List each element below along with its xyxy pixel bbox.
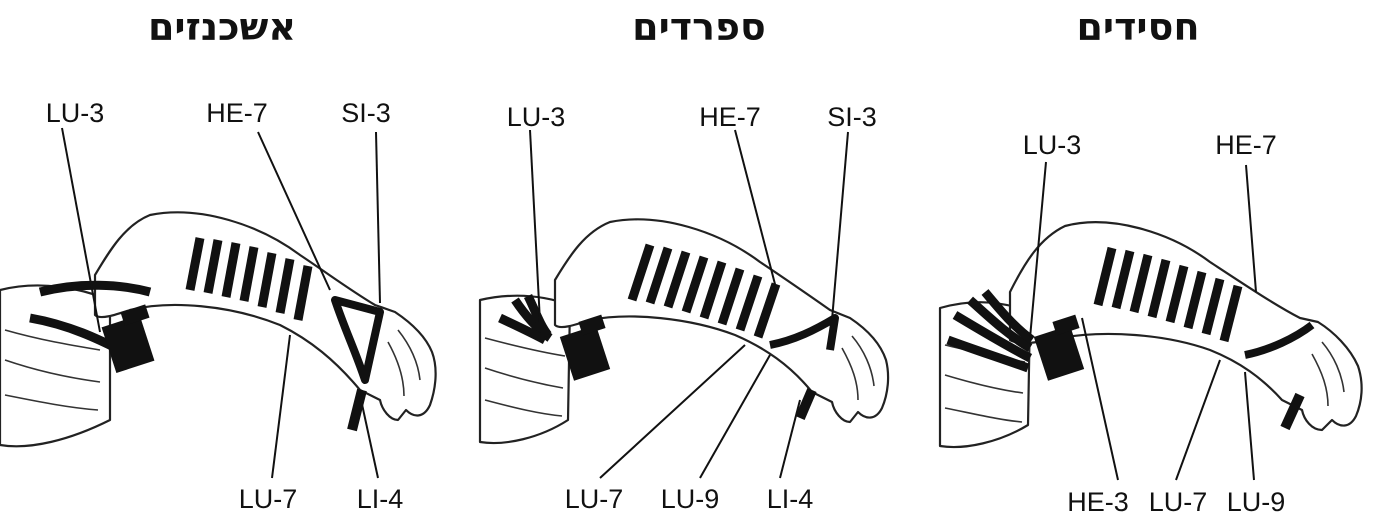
label-lu7: LU-7 [1149, 487, 1208, 517]
panel-title: ספרדים [632, 5, 766, 49]
leader-lu9 [1245, 372, 1254, 480]
panel-sephardim: ספרדים LU- [480, 5, 888, 514]
label-lu3: LU-3 [1023, 130, 1082, 160]
label-he3: HE-3 [1067, 487, 1129, 517]
label-lu3: LU-3 [507, 102, 566, 132]
label-li4: LI-4 [357, 484, 404, 514]
leader-he7 [1246, 165, 1256, 292]
label-lu9: LU-9 [661, 484, 720, 514]
panel-title: חסידים [1076, 5, 1199, 49]
leader-li4 [360, 395, 378, 478]
label-li4: LI-4 [767, 484, 814, 514]
label-lu9: LU-9 [1227, 487, 1286, 517]
label-he7: HE-7 [699, 102, 761, 132]
leader-si3 [832, 132, 848, 320]
leader-lu7 [272, 335, 290, 478]
leader-lu3 [530, 130, 540, 322]
panel-chassidim: חסידים L [940, 5, 1362, 517]
label-lu7: LU-7 [565, 484, 624, 514]
panel-ashkenazim: אשכנזים [0, 5, 436, 514]
label-si3: SI-3 [341, 98, 391, 128]
leader-lu7 [1176, 360, 1220, 480]
panel-title: אשכנזים [148, 5, 296, 49]
sleeve-outline [0, 285, 110, 446]
leader-si3 [376, 132, 380, 303]
label-he7: HE-7 [1215, 130, 1277, 160]
strap-end [800, 390, 812, 418]
label-lu7: LU-7 [239, 484, 298, 514]
label-si3: SI-3 [827, 102, 877, 132]
leader-lu9 [700, 355, 770, 478]
label-he7: HE-7 [206, 98, 268, 128]
leader-lu7 [600, 345, 745, 478]
leader-he3 [1082, 318, 1118, 480]
leader-li4 [780, 400, 800, 478]
label-lu3: LU-3 [46, 98, 105, 128]
